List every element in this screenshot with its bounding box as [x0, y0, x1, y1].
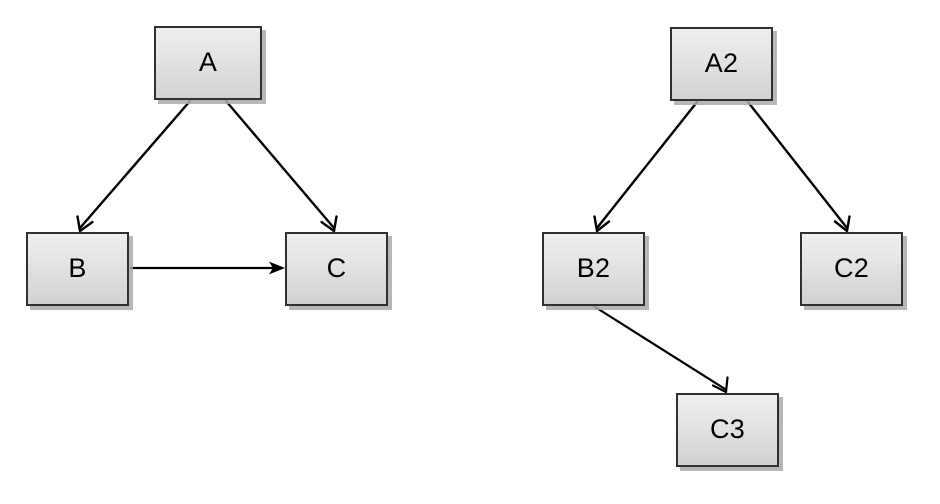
- node-b-label: B: [68, 253, 87, 283]
- node-a2[interactable]: A2: [670, 27, 773, 101]
- node-b[interactable]: B: [26, 232, 129, 306]
- edge-a-to-c: [224, 99, 338, 233]
- node-b2-label: B2: [576, 253, 611, 283]
- edge-a2-to-b2: [593, 100, 699, 233]
- node-c[interactable]: C: [285, 232, 388, 306]
- edge-b2-to-c3: [590, 303, 729, 394]
- node-c-label: C: [326, 253, 347, 283]
- node-a-label: A: [198, 47, 218, 77]
- node-c2-label: C2: [834, 253, 869, 283]
- edge-b-to-c: [130, 261, 286, 275]
- node-c3[interactable]: C3: [676, 393, 779, 467]
- node-b2[interactable]: B2: [542, 232, 645, 306]
- edge-a-to-b: [76, 99, 192, 233]
- node-c2[interactable]: C2: [800, 232, 903, 306]
- node-a2-label: A2: [704, 48, 739, 78]
- node-c3-label: C3: [710, 414, 745, 444]
- edge-a2-to-c2: [746, 100, 851, 233]
- node-a[interactable]: A: [154, 26, 262, 100]
